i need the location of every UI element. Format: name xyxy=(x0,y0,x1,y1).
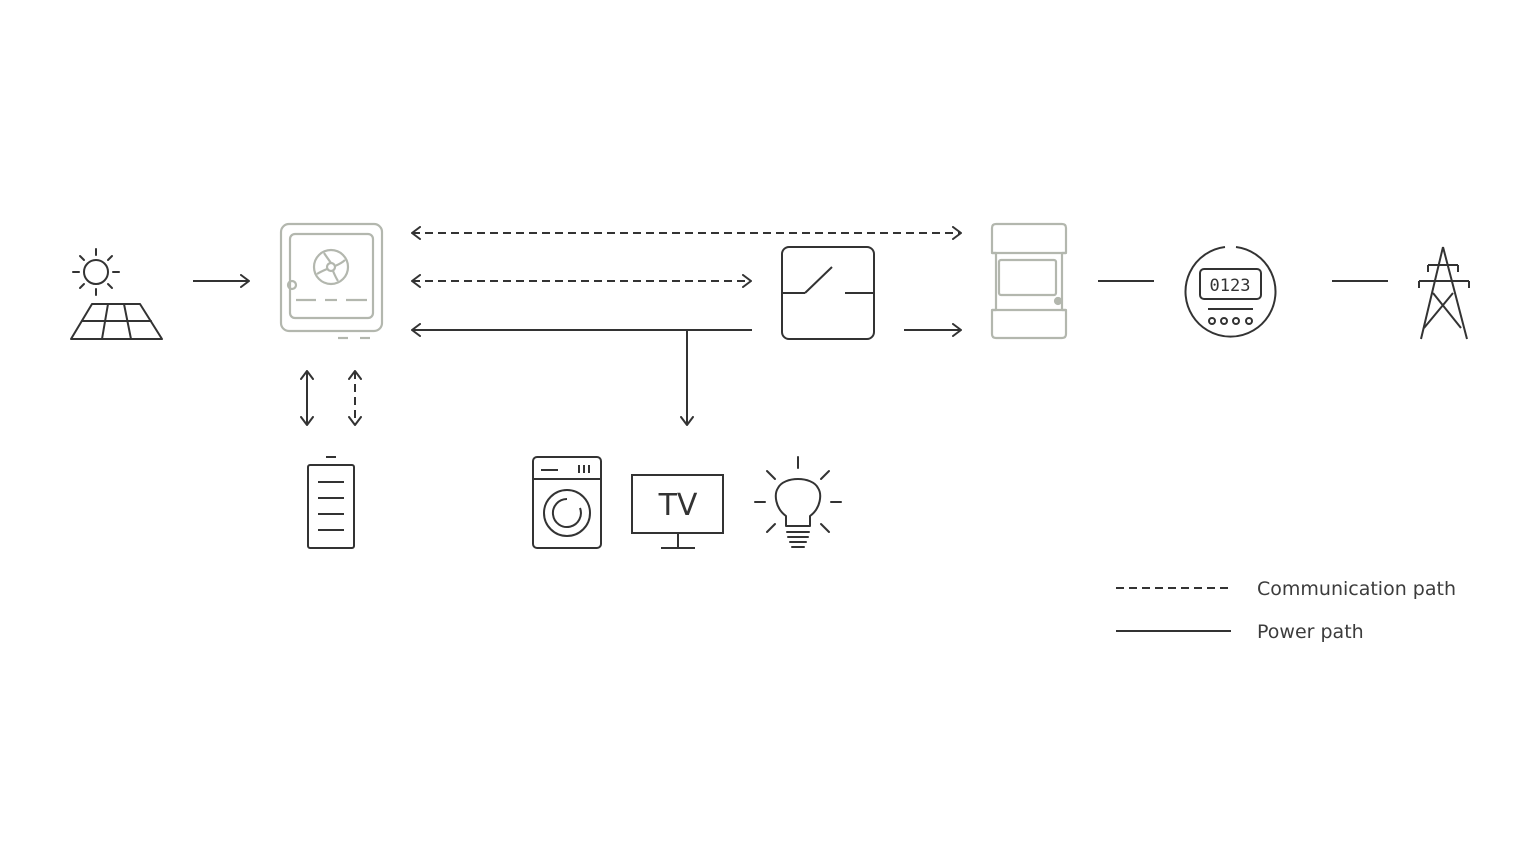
tv-label: TV xyxy=(658,488,698,523)
utility-meter-display: 0123 xyxy=(1210,276,1251,296)
power-pylon-icon xyxy=(1418,246,1470,340)
utility-meter-icon xyxy=(1184,246,1277,338)
battery-icon xyxy=(307,456,355,549)
inverter-icon xyxy=(279,222,384,340)
switch-icon xyxy=(781,246,875,340)
legend: Communication path Power path xyxy=(1116,578,1456,643)
washing-machine-icon xyxy=(532,456,602,549)
smart-meter-icon xyxy=(990,222,1068,340)
light-bulb-icon xyxy=(754,456,842,548)
solar-panel-icon xyxy=(70,248,163,340)
legend-power-label: Power path xyxy=(1257,621,1364,643)
tv-icon xyxy=(631,474,724,549)
legend-communication-label: Communication path xyxy=(1257,578,1456,600)
